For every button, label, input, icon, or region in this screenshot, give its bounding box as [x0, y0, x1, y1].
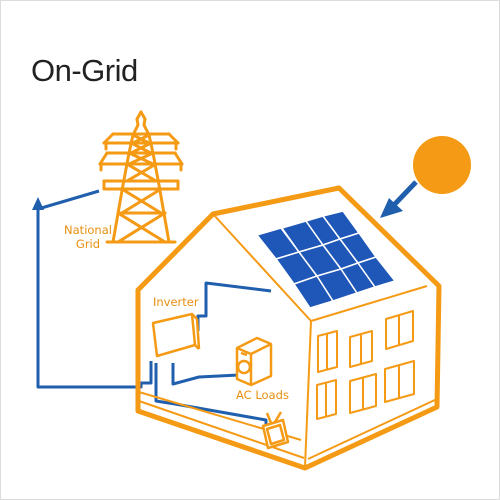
house-outline — [135, 185, 442, 471]
grid-wiring — [32, 189, 272, 428]
house-windows — [316, 310, 415, 420]
washing-machine-icon — [235, 336, 273, 387]
inverter-icon — [151, 312, 201, 358]
wire-grid-to-inverter — [36, 189, 153, 389]
tv-icon — [261, 411, 290, 450]
inverter-label: Inverter — [153, 295, 199, 309]
arrow-up-icon — [32, 197, 44, 210]
national-grid-label-line2: Grid — [75, 237, 101, 251]
sun-icon — [413, 136, 471, 194]
house-icon — [135, 185, 442, 471]
ac-loads-label: AC Loads — [236, 388, 289, 402]
wire-to-tv — [154, 363, 268, 428]
page-title: On-Grid — [31, 53, 138, 88]
transmission-tower-icon — [98, 110, 184, 244]
wire-panel-to-inverter — [196, 281, 272, 331]
solar-panel-icon — [250, 205, 403, 315]
national-grid-label: National Grid — [58, 223, 118, 251]
national-grid-label-line1: National — [64, 223, 112, 237]
sunlight-arrow-icon — [380, 180, 418, 218]
